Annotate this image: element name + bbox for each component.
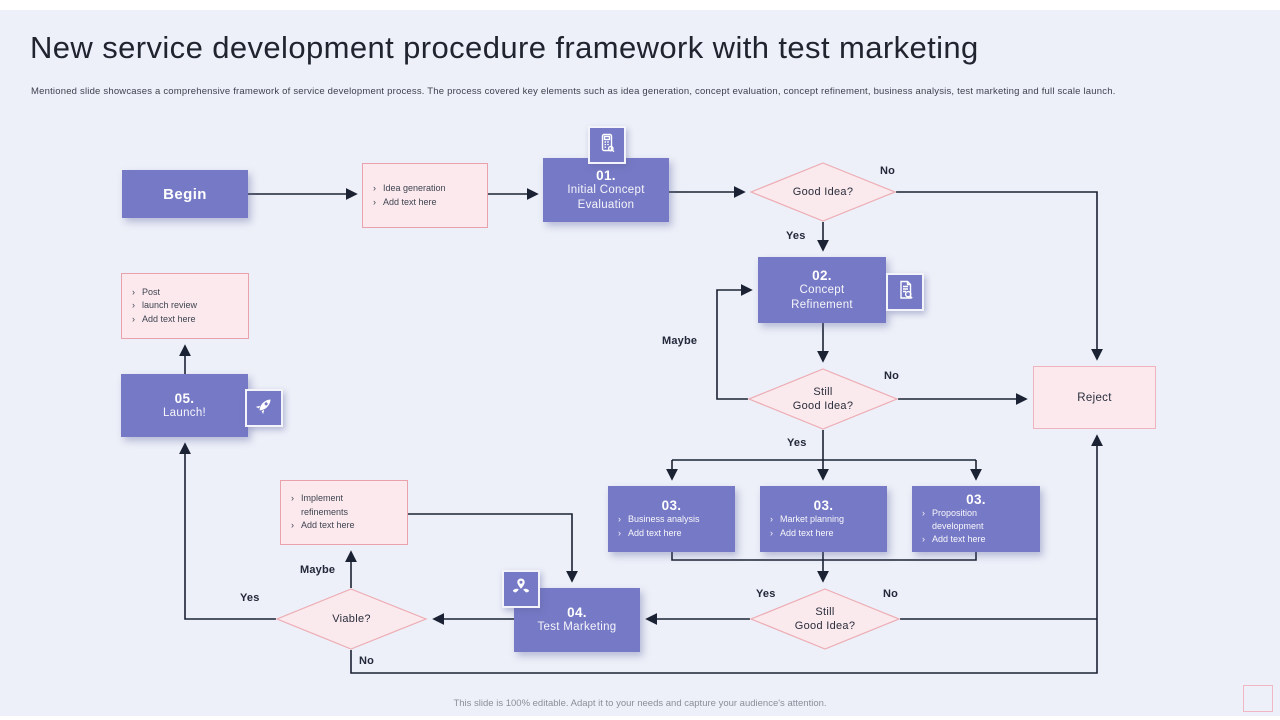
step-01-node[interactable]: 01. Initial Concept Evaluation: [543, 158, 669, 222]
step-bullet: ›Add text here: [770, 527, 834, 538]
flow-connectors: [179, 186, 1103, 674]
step-label: Initial Concept Evaluation: [567, 184, 645, 211]
reject-label: Reject: [1077, 391, 1112, 404]
step-number: 03.: [661, 498, 682, 514]
step-04-node[interactable]: 04. Test Marketing: [514, 588, 640, 652]
step-03-business-analysis-node[interactable]: 03. ›Business analysis ›Add text here: [608, 486, 735, 552]
step-05-badge[interactable]: [245, 389, 283, 427]
step-number: 05.: [174, 390, 195, 406]
begin-label: Begin: [163, 185, 207, 203]
edge-label-yes: Yes: [240, 592, 260, 604]
slide-canvas: New service development procedure framew…: [0, 10, 1280, 716]
begin-node[interactable]: Begin: [122, 170, 248, 218]
edge-label-maybe: Maybe: [662, 335, 698, 347]
step-03-market-planning-node[interactable]: 03. ›Market planning ›Add text here: [760, 486, 887, 552]
step-bullet: ›Business analysis: [618, 514, 700, 525]
viable-decision[interactable]: Viable?: [275, 588, 428, 650]
corner-decoration: [1243, 685, 1273, 712]
edge-label-no: No: [880, 165, 896, 177]
step-number: 01.: [596, 168, 616, 184]
step-number: 02.: [812, 268, 832, 284]
step-number: 04.: [567, 605, 587, 621]
step-bullet: ›Market planning: [770, 514, 845, 525]
note-bullet: ›Add text here: [373, 196, 437, 207]
step-label: Refinement: [791, 298, 853, 311]
note-bullet: ›Add text here: [291, 520, 355, 531]
note-bullet: ›launch review: [132, 300, 198, 311]
decision-label: Still Good Idea?: [792, 385, 854, 412]
note-bullet: ›Idea generation: [373, 183, 446, 193]
page-title: New service development procedure framew…: [30, 30, 979, 65]
reject-node[interactable]: Reject: [1033, 366, 1156, 429]
step-bullet: ›Add text here: [922, 534, 986, 545]
idea-generation-note[interactable]: ›Idea generation ›Add text here: [362, 163, 488, 228]
rocket-icon: [252, 394, 276, 423]
note-bullet: ›Post: [132, 286, 161, 297]
step-02-node[interactable]: 02. Concept Refinement: [758, 257, 886, 323]
edge-label-no: No: [884, 370, 900, 382]
note-bullet: ›Add text here: [132, 313, 196, 324]
implement-refinements-note[interactable]: ›Implement refinements ›Add text here: [280, 480, 408, 545]
decision-label: Good Idea?: [792, 185, 854, 198]
edge-label-maybe: Maybe: [300, 564, 336, 576]
step-number: 03.: [813, 498, 834, 514]
step-01-badge[interactable]: [588, 126, 626, 164]
step-04-badge[interactable]: [502, 570, 540, 608]
edge-label-no: No: [359, 655, 375, 667]
step-number: 03.: [966, 491, 986, 507]
step-label: Concept: [799, 284, 845, 297]
decision-label: Viable?: [332, 612, 371, 625]
slide-subtitle: Mentioned slide showcases a comprehensiv…: [31, 86, 1116, 97]
still-good-idea-decision-2[interactable]: Still Good Idea?: [749, 588, 901, 650]
edge-label-yes: Yes: [787, 437, 807, 449]
step-03-proposition-development-node[interactable]: 03. ›Proposition development ›Add text h…: [912, 486, 1040, 552]
calculator-magnifier-icon: [595, 131, 619, 160]
note-bullet: ›Implement refinements: [291, 493, 349, 517]
step-label: Launch!: [162, 406, 207, 419]
step-bullet: ›Proposition development: [922, 507, 984, 531]
good-idea-decision[interactable]: Good Idea?: [749, 162, 897, 222]
step-label: Test Marketing: [537, 621, 617, 634]
post-launch-review-note[interactable]: ›Post ›launch review ›Add text here: [121, 273, 249, 339]
edge-label-yes: Yes: [756, 588, 776, 600]
edge-label-yes: Yes: [786, 230, 806, 242]
still-good-idea-decision-1[interactable]: Still Good Idea?: [747, 368, 899, 430]
document-magnifier-icon: [893, 278, 917, 307]
step-05-node[interactable]: 05. Launch!: [121, 374, 248, 437]
edge-label-no: No: [883, 588, 899, 600]
location-pin-hands-icon: [509, 575, 533, 604]
slide-footer: This slide is 100% editable. Adapt it to…: [453, 698, 827, 709]
step-bullet: ›Add text here: [618, 527, 682, 538]
decision-label: Still Good Idea?: [794, 605, 856, 632]
step-02-badge[interactable]: [886, 273, 924, 311]
